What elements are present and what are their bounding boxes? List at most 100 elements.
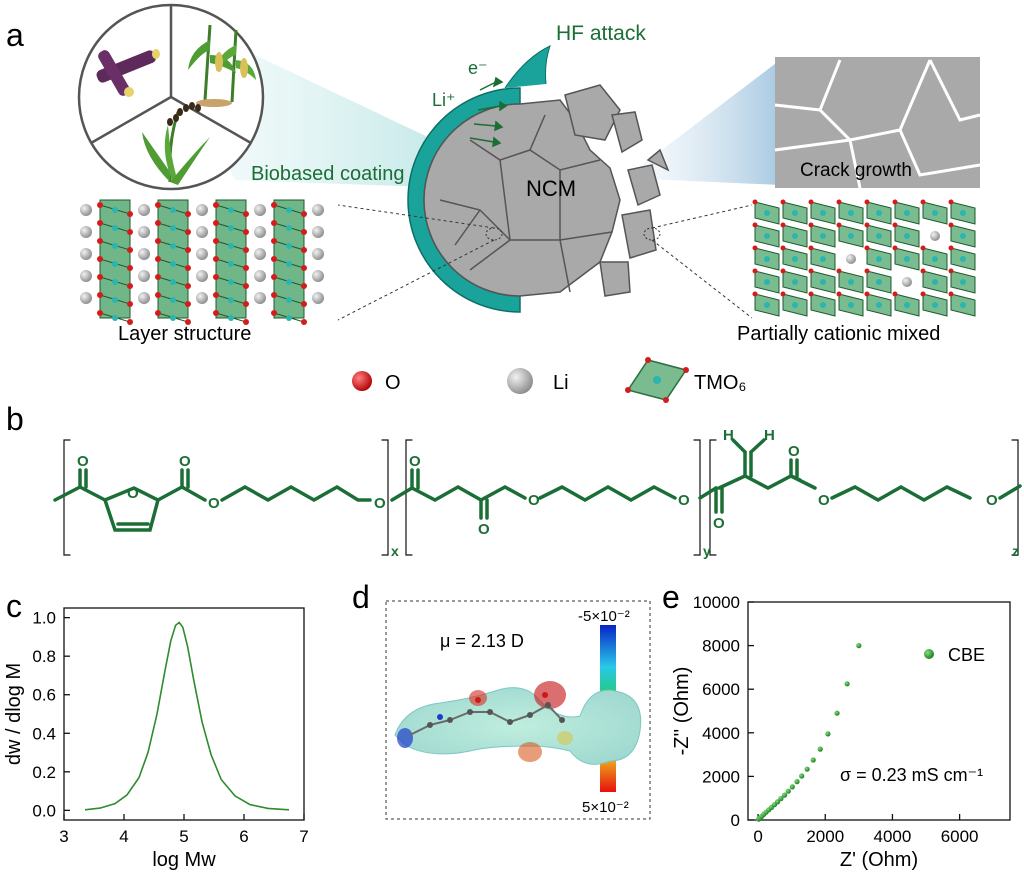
y-tick-label: 0.0 <box>32 801 56 820</box>
plot-frame <box>747 601 1011 821</box>
oxygen-atom <box>155 274 161 280</box>
oxygen-atom <box>808 268 814 274</box>
oxygen-atom <box>836 268 842 274</box>
y-tick-label: 8000 <box>702 637 740 656</box>
oxygen-atom <box>780 199 786 205</box>
svg-text:O: O <box>127 485 139 502</box>
tm-atom <box>764 210 770 216</box>
oxygen-atom <box>301 247 307 253</box>
coating-label: Biobased coating <box>251 163 404 185</box>
li-atom <box>138 270 150 282</box>
zoom-beam-right <box>625 60 780 185</box>
oxygen-atom <box>780 268 786 274</box>
oxygen-atom <box>97 256 103 262</box>
tm-atom <box>820 210 826 216</box>
li-atom <box>312 248 324 260</box>
oxygen-atom <box>213 310 219 316</box>
oxygen-atom <box>243 265 249 271</box>
li-atom <box>254 204 266 216</box>
cbe-data-point <box>817 746 823 752</box>
oxygen-atom <box>271 238 277 244</box>
svg-text:O: O <box>528 492 540 509</box>
panel-d-label: d <box>352 579 370 615</box>
tm-atom <box>960 233 966 239</box>
x-tick-label: 2000 <box>806 827 844 846</box>
oxygen-atom <box>864 268 870 274</box>
dipole-label: μ = 2.13 D <box>440 631 524 651</box>
oxygen-atom <box>127 283 133 289</box>
tm-atom <box>170 315 176 321</box>
tm-atom <box>228 243 234 249</box>
oxygen-atom <box>864 222 870 228</box>
sigma-label: σ = 0.23 mS cm⁻¹ <box>840 765 983 785</box>
oxygen-atom <box>213 220 219 226</box>
y-axis-label: -Z'' (Ohm) <box>671 667 693 756</box>
cbe-data-point <box>856 643 862 649</box>
li-atom <box>312 292 324 304</box>
li-atom <box>902 277 912 287</box>
svg-text:O: O <box>208 495 220 512</box>
oxygen-atom <box>97 292 103 298</box>
oxygen-atom <box>864 291 870 297</box>
x-tick-label: 4000 <box>874 827 912 846</box>
crack-growth-box: Crack growth <box>774 57 981 189</box>
svg-text:O: O <box>478 521 490 538</box>
tm-atom <box>228 261 234 267</box>
tm-atom <box>112 315 118 321</box>
oxygen-atom <box>243 319 249 325</box>
tm-atom <box>764 279 770 285</box>
tm-atom <box>904 210 910 216</box>
oxygen-atom <box>97 220 103 226</box>
cation-mixed-structure <box>752 199 978 318</box>
plot-frame <box>63 607 305 821</box>
esp-panel: μ = 2.13 D -5×10⁻² 5×10⁻² <box>385 600 651 820</box>
tm-atom <box>792 279 798 285</box>
cation-mixed-label: Partially cationic mixed <box>737 323 940 345</box>
oxygen-atom <box>243 247 249 253</box>
oxygen-atom <box>213 238 219 244</box>
oxygen-atom <box>892 222 898 228</box>
tm-atom <box>112 225 118 231</box>
tm-atom <box>792 210 798 216</box>
oxygen-atom <box>243 229 249 235</box>
cbe-data-point <box>778 796 784 802</box>
oxygen-atom <box>892 291 898 297</box>
li-atom <box>138 204 150 216</box>
tm-atom <box>932 210 938 216</box>
tm-atom <box>820 302 826 308</box>
oxygen-atom <box>892 199 898 205</box>
svg-text:O: O <box>374 495 386 512</box>
oxygen-atom <box>271 202 277 208</box>
tm-atom <box>286 261 292 267</box>
oxygen-atom <box>271 310 277 316</box>
y-tick-label: 4000 <box>702 724 740 743</box>
rice-plant-icon <box>142 102 210 185</box>
tm-atom <box>170 243 176 249</box>
x-axis-label: log Mw <box>152 849 216 871</box>
oxygen-atom <box>155 220 161 226</box>
tm-atom <box>112 243 118 249</box>
svg-text:O: O <box>179 453 191 470</box>
panel-c-label: c <box>6 588 22 624</box>
li-atom <box>80 204 92 216</box>
oxygen-atom <box>97 238 103 244</box>
x-tick-label: 6 <box>239 827 248 846</box>
x-tick-label: 6000 <box>941 827 979 846</box>
cbe-data-point <box>825 731 831 737</box>
oxygen-atom <box>97 202 103 208</box>
li-atom <box>254 226 266 238</box>
cbe-data-point <box>782 792 788 798</box>
oxygen-atom <box>243 301 249 307</box>
tm-atom <box>848 279 854 285</box>
li-atom <box>138 292 150 304</box>
oxygen-atom <box>948 222 954 228</box>
tm-atom <box>820 279 826 285</box>
tm-atom <box>228 225 234 231</box>
oxygen-atom <box>243 283 249 289</box>
hf-attack-arrow <box>504 45 551 89</box>
zoom-lines <box>337 204 753 321</box>
polymer-structure <box>53 438 1022 556</box>
tm-atom <box>876 233 882 239</box>
